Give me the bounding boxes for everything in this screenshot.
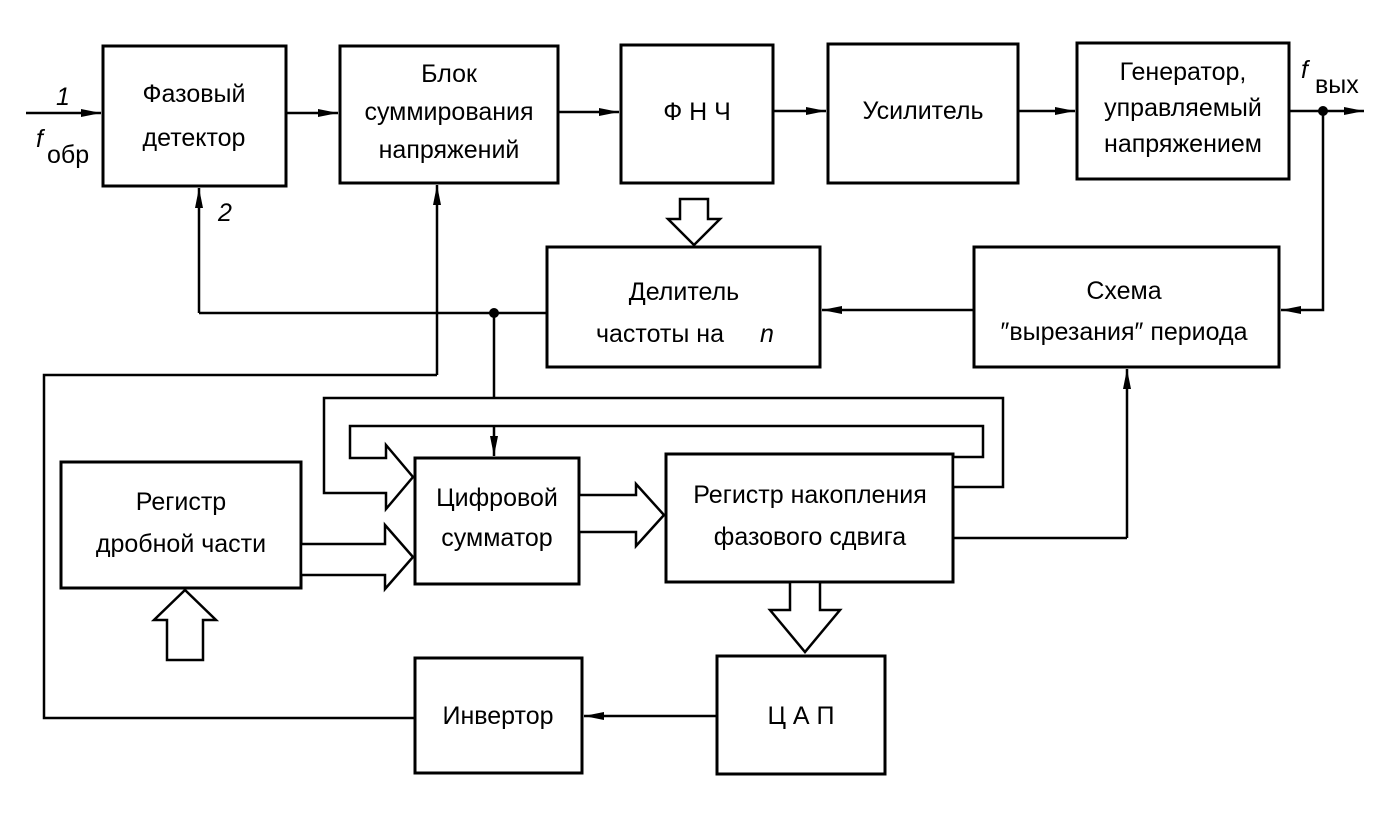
amplifier-block: Усилитель xyxy=(826,42,1020,185)
cutout-label-line2: ″вырезания″ периода xyxy=(1001,318,1248,346)
adder-to-phase-reg-bus xyxy=(577,480,666,550)
input-f-subscript: обр xyxy=(47,141,89,169)
divider-label-line2: частоты на xyxy=(596,320,724,348)
fraction-register-block: Регистр дробной части xyxy=(59,460,303,590)
vco-block: Генератор, управляемый напряжением xyxy=(1075,41,1291,181)
phase-register-block: Регистр накопления фазового сдвига xyxy=(664,452,955,584)
inverter-label: Инвертор xyxy=(442,702,553,730)
divider-label-line1: Делитель xyxy=(629,278,739,306)
amplifier-label: Усилитель xyxy=(862,97,983,125)
phase-register-label-line2: фазового сдвига xyxy=(714,523,907,551)
inverter-feedback-wire xyxy=(42,373,437,720)
inverter-block: Инвертор xyxy=(413,656,584,775)
summing-block-label-line3: напряжений xyxy=(379,136,520,164)
fraction-reg-to-adder-bus xyxy=(299,521,415,593)
feedback-number-label: 2 xyxy=(217,199,232,227)
lpf-label: Ф Н Ч xyxy=(663,98,731,126)
vco-label-line2: управляемый xyxy=(1104,94,1262,122)
summing-block-label-line2: суммирования xyxy=(364,98,533,126)
fraction-register-label-line2: дробной части xyxy=(96,530,266,558)
accumulator-feedback-bus xyxy=(322,396,1005,513)
cutout-label-line1: Схема xyxy=(1086,277,1161,305)
digital-adder-block: Цифровой сумматор xyxy=(413,456,581,586)
vco-to-cutout-wire xyxy=(1281,111,1325,314)
lpf-to-divider-bus xyxy=(664,197,724,247)
dac-label: Ц А П xyxy=(767,702,834,730)
fraction-register-input-bus xyxy=(150,588,220,662)
summing-block: Блок суммирования напряжений xyxy=(338,44,560,185)
phase-detector-block: Фазовый детектор xyxy=(101,44,288,188)
dac-block: Ц А П xyxy=(715,654,887,776)
output-f-subscript: вых xyxy=(1315,71,1359,99)
summing-block-label-line1: Блок xyxy=(421,60,478,88)
cutout-block: Схема ″вырезания″ периода xyxy=(972,245,1281,369)
input-number-label: 1 xyxy=(56,83,70,111)
phase-register-label-line1: Регистр накопления xyxy=(693,481,927,509)
input-f-symbol: f xyxy=(36,125,46,153)
fraction-register-label-line1: Регистр xyxy=(136,488,226,516)
phase-detector-label-line2: детектор xyxy=(143,124,246,152)
phase-reg-to-dac-bus xyxy=(767,580,843,654)
phase-detector-label-line1: Фазовый xyxy=(143,80,246,108)
vco-label-line3: напряжением xyxy=(1104,130,1262,158)
digital-adder-label-line1: Цифровой xyxy=(436,484,558,512)
divider-ratio-n: n xyxy=(760,320,774,348)
output-f-symbol: f xyxy=(1301,56,1311,84)
lpf-block: Ф Н Ч xyxy=(619,43,775,185)
divider-block: Делитель частоты на n xyxy=(545,245,822,369)
digital-adder-label-line2: сумматор xyxy=(441,524,552,552)
vco-label-line1: Генератор, xyxy=(1120,58,1247,86)
